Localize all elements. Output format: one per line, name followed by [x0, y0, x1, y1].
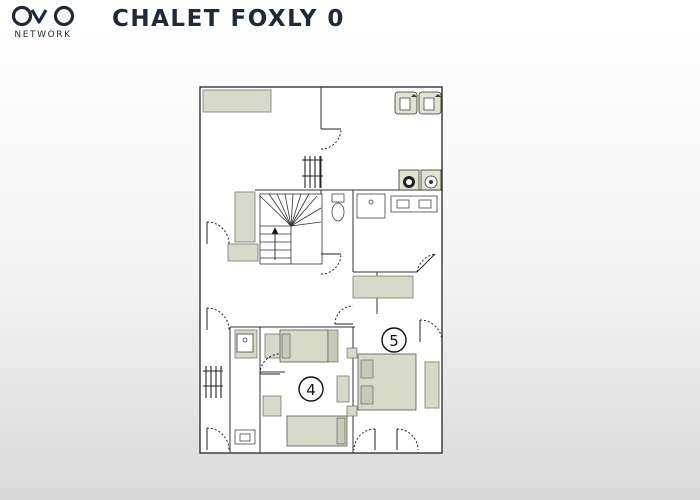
- door-icon: [206, 128, 443, 451]
- logo-text: NETWORK: [14, 30, 72, 40]
- floor-plan-svg: 4 5: [199, 86, 443, 454]
- washing-machine-icon: [394, 91, 442, 115]
- toilet-icon: [331, 193, 345, 222]
- floor-plan: 4 5: [195, 84, 450, 457]
- stairs-icon: [259, 193, 323, 265]
- kitchen-counter: [202, 89, 272, 113]
- bed-icon: [279, 329, 417, 447]
- wardrobe-5: [352, 275, 414, 299]
- room-marker-4: 4: [298, 376, 324, 402]
- logo-mark: [11, 5, 75, 27]
- network-logo: NETWORK: [8, 4, 78, 40]
- room-label-5: 5: [389, 332, 399, 350]
- chair-5: [336, 375, 350, 403]
- dryer-icon: [398, 169, 442, 191]
- desk-5: [424, 361, 440, 409]
- stool-4: [262, 395, 282, 417]
- room-marker-5: 5: [381, 327, 407, 353]
- shoe-bench: [227, 243, 259, 262]
- header: NETWORK CHALET FOXLY 0: [0, 0, 700, 46]
- sink-icon: [234, 193, 438, 445]
- room-label-4: 4: [306, 381, 316, 399]
- hall-cabinet: [234, 191, 256, 243]
- page-title: CHALET FOXLY 0: [112, 6, 345, 32]
- ski-rack-icon: [203, 156, 323, 398]
